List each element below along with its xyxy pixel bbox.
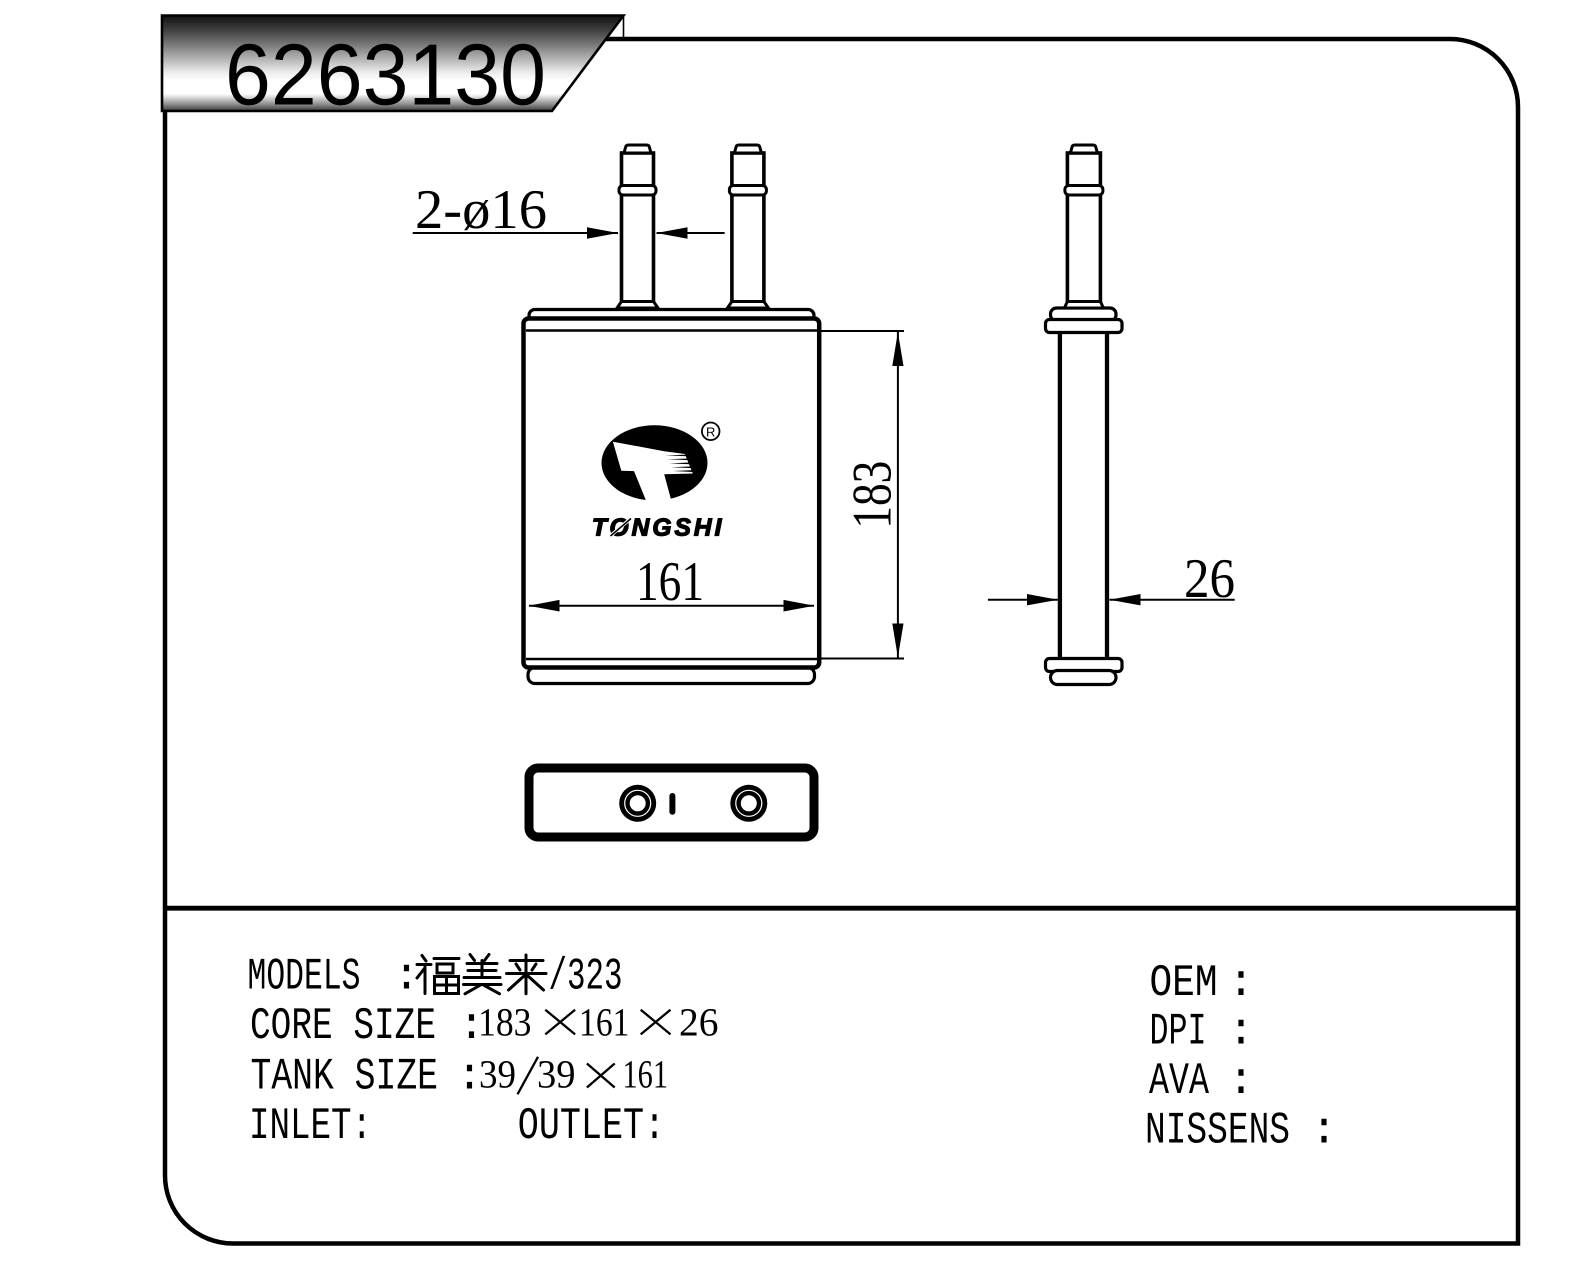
svg-text:CORE SIZE: CORE SIZE [250, 1001, 436, 1052]
svg-text::: : [1228, 1007, 1255, 1058]
svg-text:/323: /323 [549, 952, 623, 1003]
svg-text:NISSENS: NISSENS [1145, 1106, 1290, 1157]
svg-text:26: 26 [679, 1000, 719, 1045]
svg-text:183: 183 [841, 461, 903, 529]
svg-text:TANK SIZE: TANK SIZE [251, 1051, 439, 1102]
svg-text::: : [1228, 958, 1255, 1009]
svg-text:161: 161 [579, 1000, 630, 1045]
svg-text:6263130: 6263130 [225, 27, 546, 124]
svg-text::: : [1311, 1106, 1338, 1157]
svg-text:TONGSHI: TONGSHI [592, 515, 723, 542]
svg-text::: : [393, 952, 420, 1003]
svg-text::: : [1228, 1056, 1255, 1107]
svg-text:MODELS: MODELS [248, 952, 361, 1003]
svg-text:DPI: DPI [1150, 1007, 1207, 1058]
svg-text:161: 161 [623, 1052, 669, 1097]
svg-text:INLET:: INLET: [249, 1101, 372, 1152]
svg-text:OUTLET:: OUTLET: [518, 1101, 665, 1152]
svg-text:R: R [706, 424, 715, 439]
svg-text:39: 39 [537, 1052, 576, 1097]
svg-text:AVA: AVA [1149, 1056, 1209, 1107]
svg-text:2-ø16: 2-ø16 [415, 179, 547, 241]
svg-text::: : [456, 1051, 483, 1102]
svg-text:39: 39 [479, 1052, 516, 1097]
svg-text::: : [458, 1001, 485, 1052]
svg-text:OEM: OEM [1150, 958, 1218, 1009]
svg-text:161: 161 [636, 551, 704, 613]
svg-text:183: 183 [478, 1000, 532, 1045]
svg-text:26: 26 [1184, 548, 1235, 610]
